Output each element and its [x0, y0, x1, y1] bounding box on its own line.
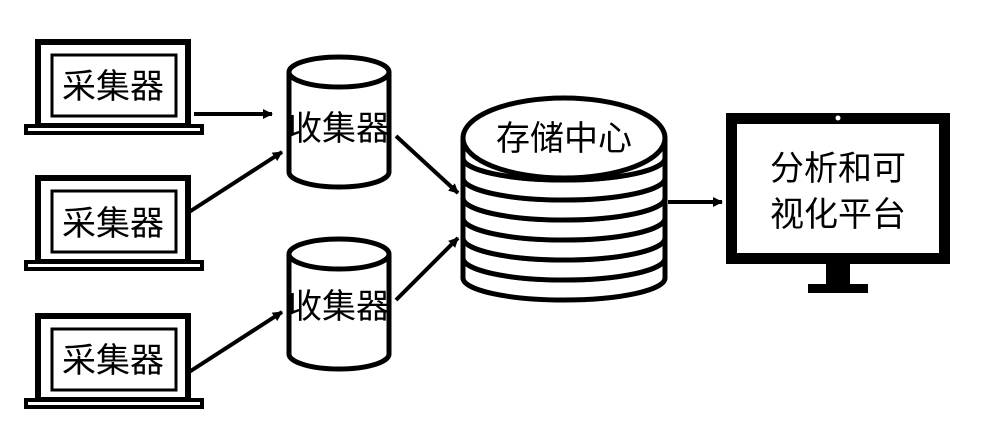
- laptop-icon: [24, 313, 204, 409]
- storage-label: 存储中心: [496, 119, 632, 159]
- collector-label: 采集器: [62, 341, 164, 381]
- laptop-icon: [24, 39, 204, 135]
- arrow-collector2-to-aggregator1: [184, 150, 284, 216]
- database-stack-icon: [460, 95, 668, 303]
- laptop-icon: [24, 175, 204, 271]
- aggregator-cylinder-2: 收集器: [286, 236, 392, 372]
- collector-laptop-1: 采集器: [24, 39, 204, 135]
- analysis-platform-monitor: 分析和可 视化平台: [726, 113, 950, 293]
- database-icon: [286, 236, 392, 372]
- aggregator-label: 收集器: [288, 287, 390, 327]
- monitor-icon: [726, 113, 950, 293]
- collector-laptop-2: 采集器: [24, 175, 204, 271]
- arrow-collector3-to-aggregator2: [184, 310, 284, 376]
- collector-laptop-3: 采集器: [24, 313, 204, 409]
- platform-label-line-1: 分析和可: [770, 149, 906, 189]
- database-icon: [286, 54, 392, 190]
- arrow-aggregator2-to-storage: [394, 236, 460, 302]
- aggregator-label: 收集器: [288, 109, 390, 149]
- arrow-aggregator1-to-storage: [394, 134, 460, 195]
- collector-label: 采集器: [62, 67, 164, 107]
- collector-label: 采集器: [62, 204, 164, 244]
- aggregator-cylinder-1: 收集器: [286, 54, 392, 190]
- storage-center: 存储中心: [460, 95, 668, 303]
- platform-label-line-2: 视化平台: [770, 195, 906, 235]
